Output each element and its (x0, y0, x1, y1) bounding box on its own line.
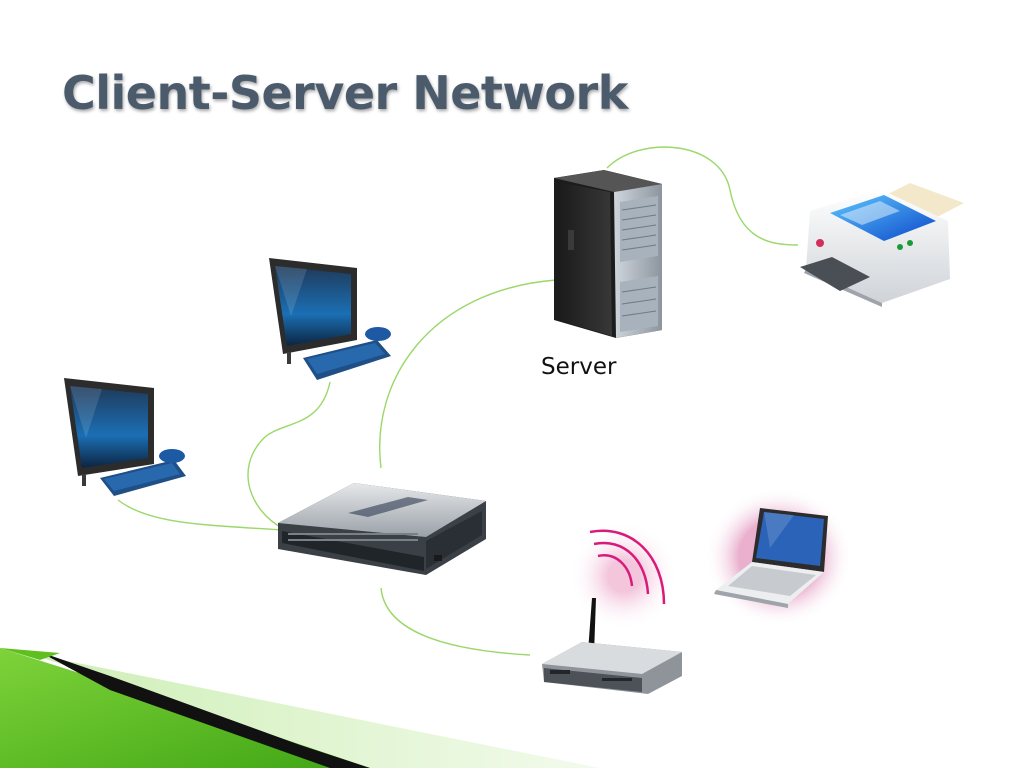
wireless-router-icon (542, 598, 682, 694)
connection-lines (117, 146, 799, 656)
slide-title: Client-Server Network (62, 66, 628, 120)
corner-decoration (0, 648, 600, 768)
link-switch-server (379, 279, 557, 469)
link-desktop1-switch (117, 499, 283, 531)
server-tower-icon (554, 170, 662, 338)
link-switch-router (380, 587, 531, 656)
desktop-computer-icon (269, 258, 391, 380)
link-server-printer (606, 146, 799, 246)
network-switch-icon (278, 483, 486, 575)
server-label: Server (541, 354, 617, 380)
link-desktop2-switch (247, 381, 331, 529)
printer-icon (800, 183, 964, 307)
wireless-signal-icon (570, 522, 678, 630)
desktop-computer-icon (64, 378, 186, 496)
laptop-icon (706, 488, 852, 626)
